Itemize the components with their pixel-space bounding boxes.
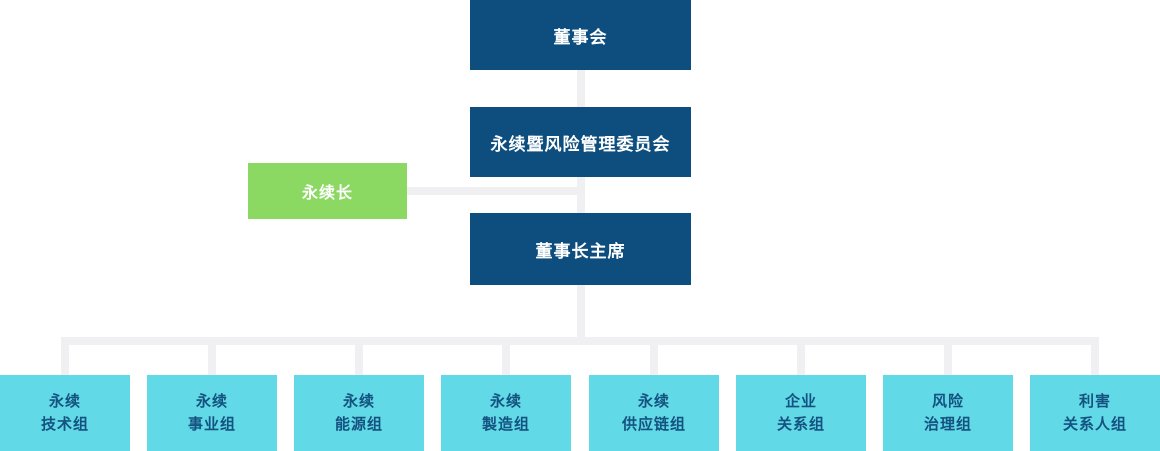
connector-drop-4 [502, 345, 510, 375]
group-2-line2: 事业组 [187, 416, 236, 433]
group-7-line1: 风险 [931, 392, 964, 410]
node-chief-sustainability-officer: 永续长 [248, 163, 407, 219]
group-2-line1: 永续 [195, 392, 228, 410]
node-board-label: 董事会 [553, 27, 608, 47]
connector-drop-2 [208, 345, 216, 375]
group-node-2: 永续 事业组 [147, 375, 277, 451]
group-node-6: 企业 关系组 [736, 375, 866, 451]
group-node-8: 利害 关系人组 [1030, 375, 1160, 451]
node-cso-label: 永续长 [301, 185, 353, 202]
connector-drop-5 [650, 345, 658, 375]
node-board-of-directors: 董事会 [470, 0, 691, 70]
group-4-line2: 製造组 [481, 416, 530, 433]
group-node-7: 风险 治理组 [883, 375, 1013, 451]
group-1-line1: 永续 [48, 392, 81, 410]
group-3-line2: 能源组 [334, 416, 383, 433]
group-node-4: 永续 製造组 [441, 375, 571, 451]
group-5-line2: 供应链组 [621, 416, 686, 433]
node-chairman: 董事长主席 [470, 213, 691, 285]
group-node-1: 永续 技术组 [0, 375, 130, 451]
connector-drop-7 [944, 345, 952, 375]
node-committee-label: 永续暨风险管理委员会 [490, 134, 671, 154]
node-chairman-label: 董事长主席 [535, 241, 626, 261]
node-sustainability-risk-committee: 永续暨风险管理委员会 [470, 107, 691, 177]
group-3-line1: 永续 [342, 392, 375, 410]
connector-chairman-down [577, 285, 585, 345]
group-5-line1: 永续 [637, 392, 670, 410]
connector-drop-6 [797, 345, 805, 375]
group-6-line2: 关系组 [776, 416, 825, 433]
group-8-line2: 关系人组 [1062, 416, 1127, 433]
connector-drop-3 [355, 345, 363, 375]
group-7-line2: 治理组 [923, 416, 972, 433]
connector-board-to-committee [577, 70, 585, 107]
connector-distribution-bar [61, 337, 1099, 345]
group-4-line1: 永续 [489, 392, 522, 410]
connector-committee-to-chairman [577, 177, 585, 213]
group-node-5: 永续 供应链组 [589, 375, 719, 451]
connector-drop-8 [1091, 345, 1099, 375]
group-1-line2: 技术组 [40, 416, 89, 433]
group-8-line1: 利害 [1078, 392, 1111, 410]
connector-cso-branch [407, 187, 585, 195]
group-node-3: 永续 能源组 [294, 375, 424, 451]
connector-drop-1 [61, 345, 69, 375]
group-6-line1: 企业 [784, 392, 817, 410]
